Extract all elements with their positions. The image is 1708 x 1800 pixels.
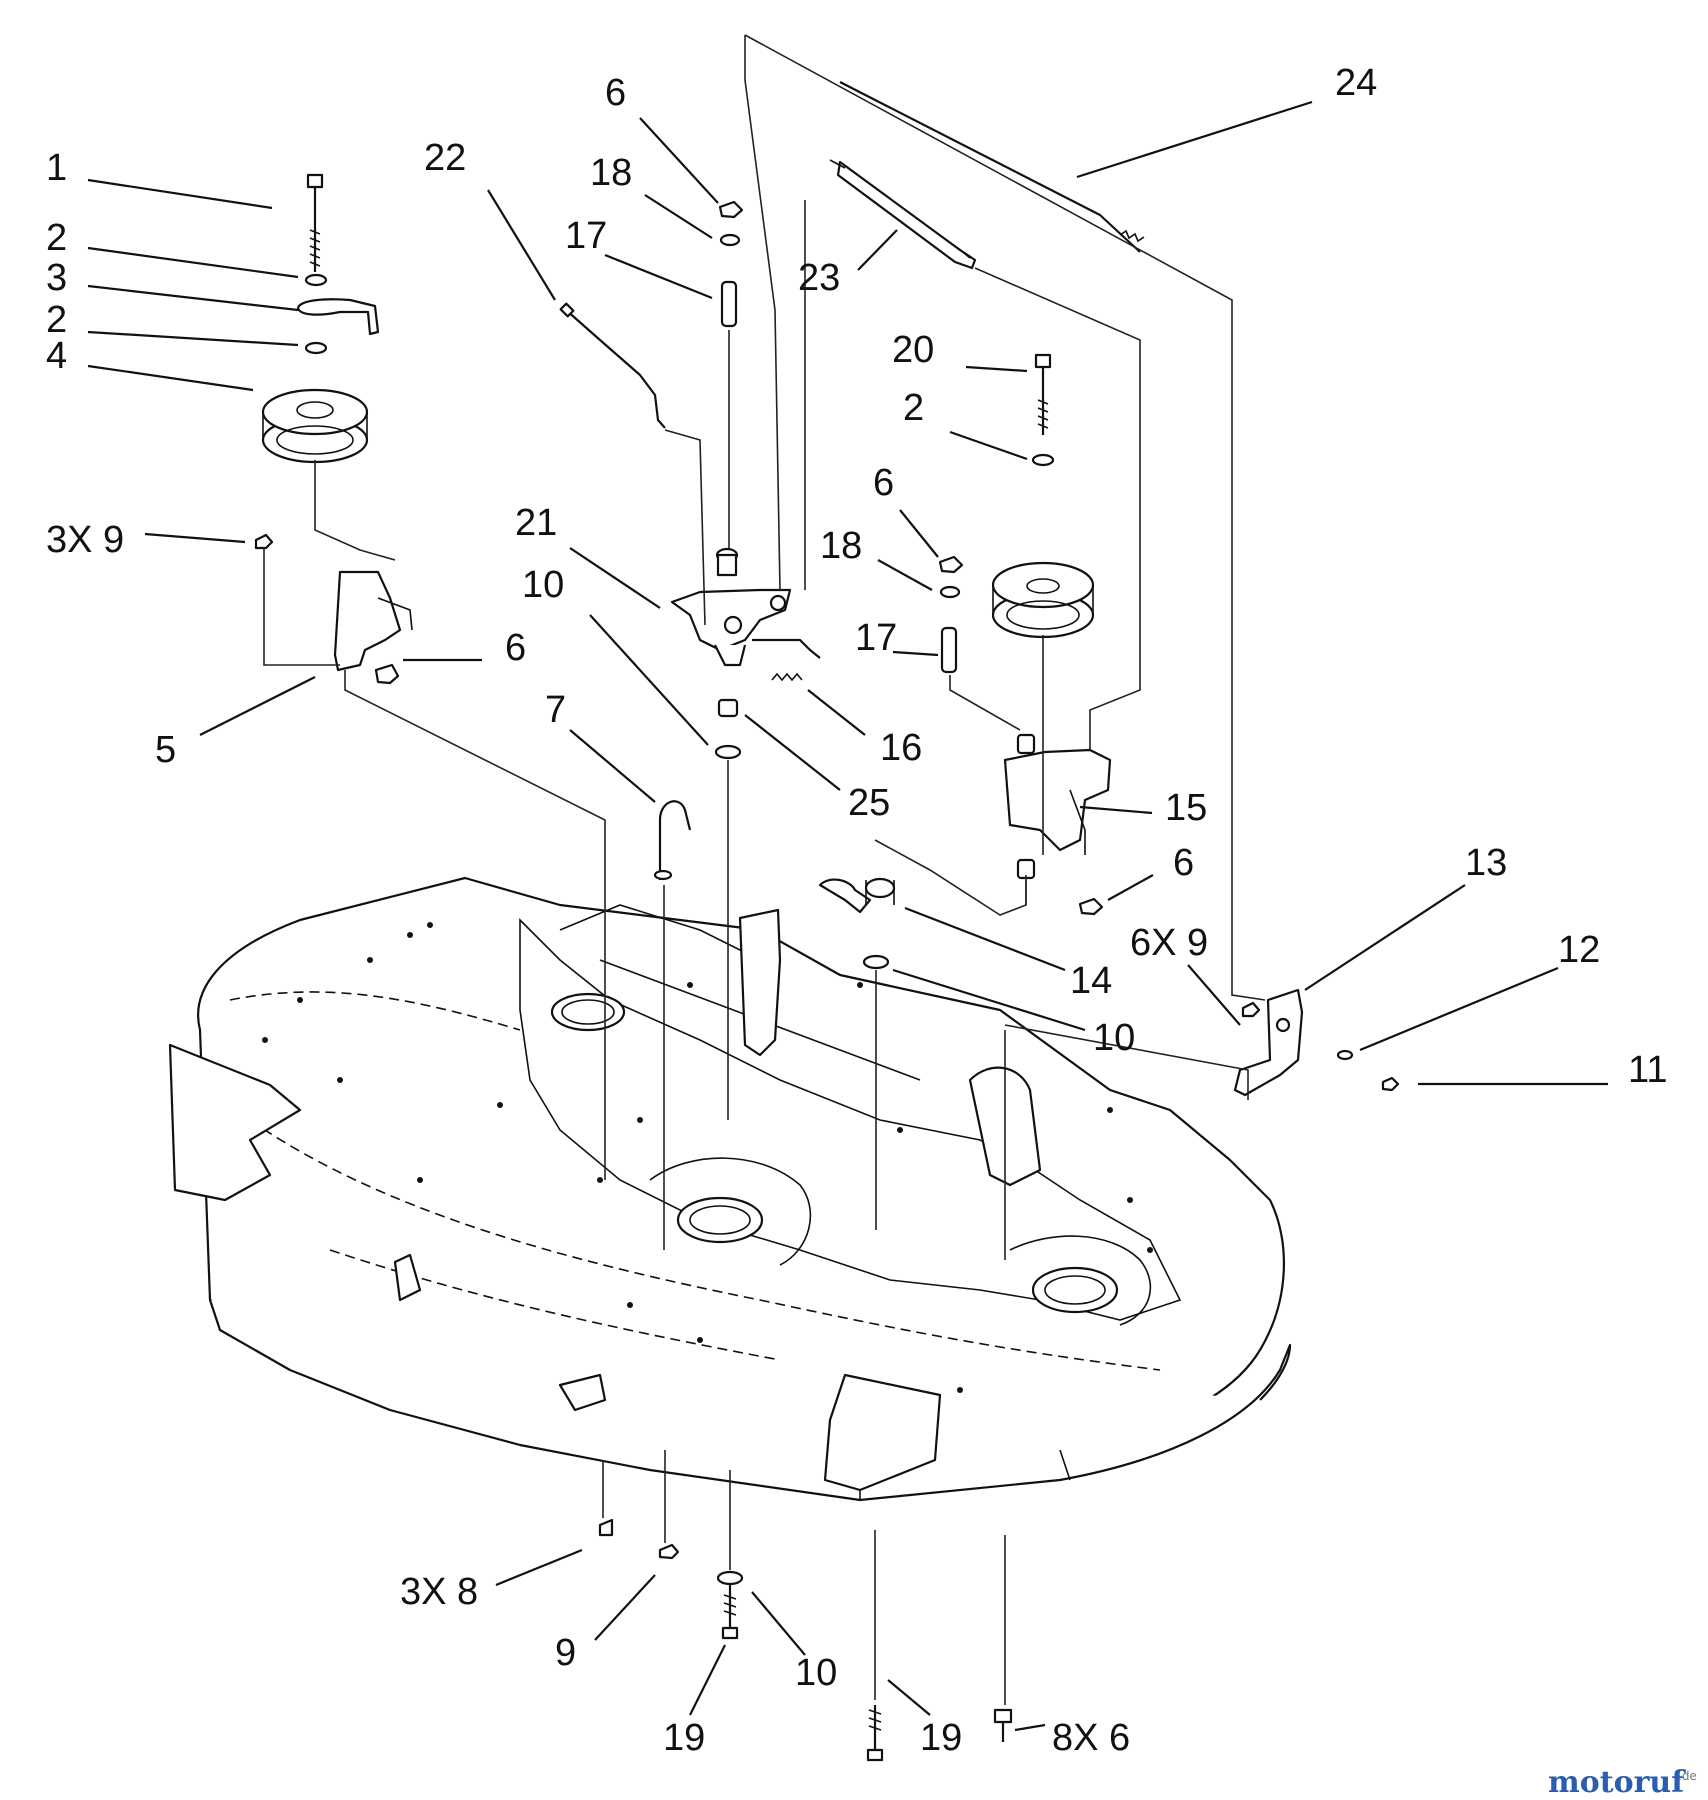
callout-label: 9	[555, 1632, 576, 1674]
callouts: 1 2 3 2 4 3X 9 6 5 22 6 18 17 21 10 7 16…	[46, 62, 1667, 1759]
callout-label: 6	[605, 72, 626, 114]
callout-label: 16	[880, 727, 922, 769]
leader-line	[1079, 805, 1153, 815]
callout-label: 2	[903, 387, 924, 429]
callout-label: 3X 9	[46, 519, 124, 561]
callout-label: 25	[848, 782, 890, 824]
callout-label: 18	[590, 152, 632, 194]
leader-line	[1014, 1723, 1046, 1732]
callout-label: 19	[920, 1717, 962, 1759]
callout-label: 1	[46, 147, 67, 189]
leader-line	[87, 178, 273, 210]
leader-line	[1076, 100, 1313, 179]
leader-line	[751, 1591, 806, 1656]
leader-line	[594, 1574, 656, 1641]
callout-label: 22	[424, 137, 466, 179]
mower-deck	[168, 876, 1292, 1502]
leader-line	[569, 547, 661, 609]
callout-label: 3X 8	[400, 1571, 478, 1613]
leader-line	[144, 532, 246, 544]
callout-label: 6	[505, 627, 526, 669]
leader-line	[689, 1644, 726, 1716]
callout-label: 17	[565, 215, 607, 257]
callout-label: 4	[46, 335, 67, 377]
callout-label: 3	[46, 257, 67, 299]
idler-pulley-part-4	[261, 388, 369, 464]
leader-line	[949, 430, 1028, 461]
deck-holes	[262, 922, 1153, 1393]
callout-label: 7	[545, 689, 566, 731]
leader-line	[604, 253, 713, 300]
leader-line	[589, 614, 709, 746]
callout-label: 23	[798, 257, 840, 299]
leader-line	[892, 968, 1086, 1032]
callout-label: 13	[1465, 842, 1507, 884]
callout-label: 21	[515, 502, 557, 544]
leader-line	[487, 189, 556, 301]
leader-line	[639, 117, 719, 204]
leader-line	[87, 246, 299, 279]
callout-label: 2	[46, 217, 67, 259]
callout-label: 11	[1628, 1049, 1667, 1091]
leader-line	[899, 509, 939, 558]
leader-line	[877, 559, 933, 591]
callout-label: 24	[1335, 62, 1377, 104]
idler-bracket-part-15	[1003, 733, 1112, 880]
callout-label: 8X 6	[1052, 1717, 1130, 1759]
callout-label: 2	[46, 299, 67, 341]
callout-label: 10	[522, 564, 564, 606]
callout-label: 14	[1070, 960, 1112, 1002]
leader-line	[1107, 874, 1154, 901]
callout-label: 6X 9	[1130, 922, 1208, 964]
leader-line	[887, 1679, 931, 1716]
leader-line	[1187, 964, 1241, 1026]
leader-line	[87, 364, 254, 392]
callout-label: 19	[663, 1717, 705, 1759]
callout-label: 10	[795, 1652, 837, 1694]
leader-line	[904, 906, 1066, 972]
idler-arm-part-21	[670, 547, 821, 667]
callout-label: 17	[855, 617, 897, 659]
callout-label: 12	[1558, 929, 1600, 971]
callout-label: 6	[873, 462, 894, 504]
leader-line	[1359, 966, 1559, 1052]
callout-label: 18	[820, 525, 862, 567]
callout-label: 20	[892, 329, 934, 371]
leader-line	[87, 284, 299, 312]
leader-line	[495, 1548, 583, 1587]
leader-line	[807, 689, 866, 736]
svg-text:motoruf: motoruf	[1548, 1765, 1686, 1800]
idler-pulley-right	[991, 561, 1095, 639]
watermark-logo: motoruf .de	[1548, 1765, 1697, 1800]
leader-line	[857, 229, 898, 271]
leader-line	[87, 330, 299, 347]
leader-line	[199, 676, 316, 736]
callout-label: 15	[1165, 787, 1207, 829]
callout-label: 10	[1093, 1017, 1135, 1059]
leader-line	[744, 714, 841, 791]
leader-line	[965, 365, 1028, 373]
leader-line	[644, 194, 713, 239]
assembly-lines	[263, 34, 1266, 1705]
callout-label: 6	[1173, 842, 1194, 884]
watermark-suffix: .de	[1678, 1769, 1697, 1783]
callout-label: 5	[155, 729, 176, 771]
leader-line	[892, 650, 939, 657]
leader-line	[1304, 884, 1466, 991]
bolt-part-1	[306, 173, 324, 272]
leader-line	[569, 729, 656, 803]
